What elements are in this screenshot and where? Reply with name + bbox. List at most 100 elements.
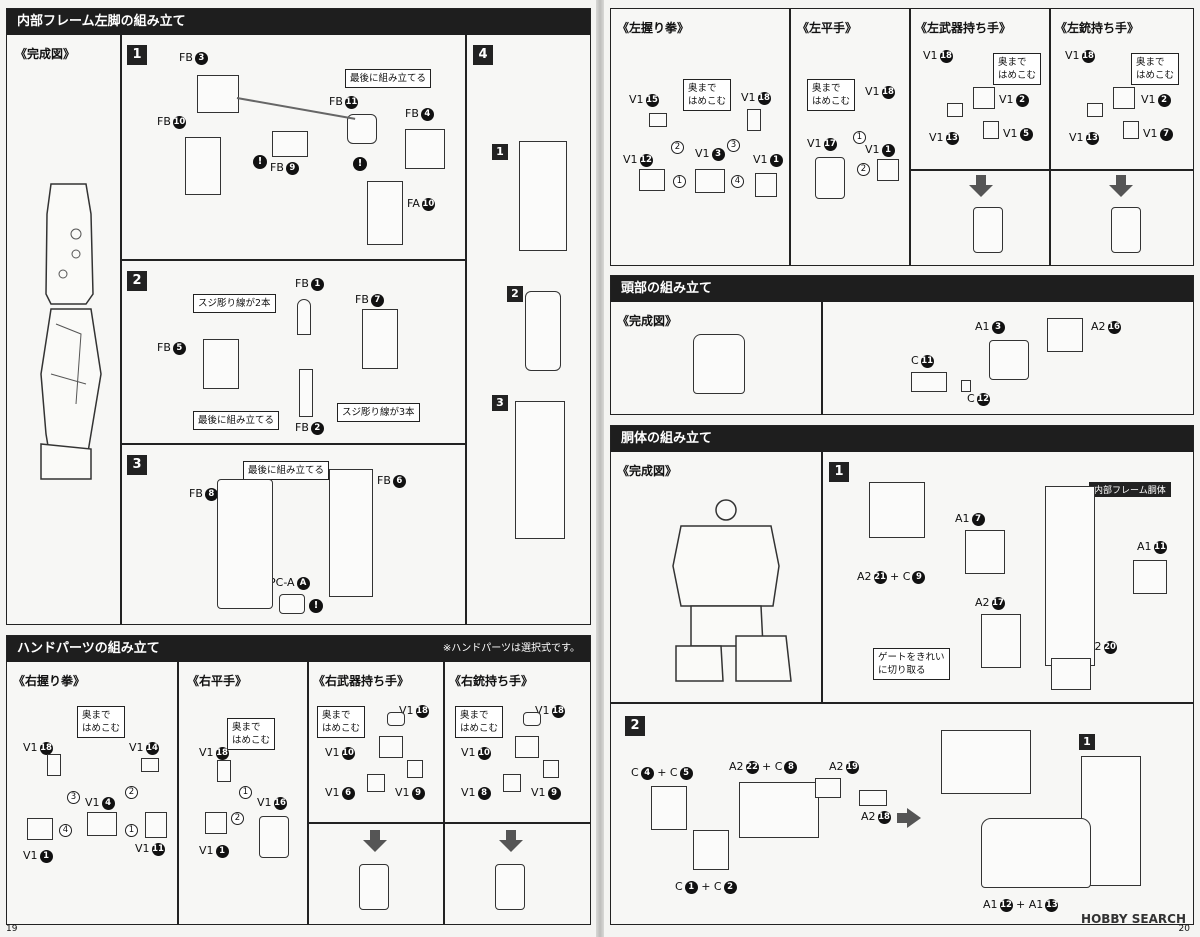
part-v1-11: [145, 812, 167, 838]
part-v1-16: [259, 816, 289, 858]
hand-result-figure: [495, 864, 525, 910]
section-title: 内部フレーム左脚の組み立て: [7, 9, 590, 35]
part-fb1: [297, 299, 311, 335]
sequence-marker: 3: [727, 139, 740, 152]
part-a1-11: [1133, 560, 1167, 594]
callout-note: 奥まで はめこむ: [683, 79, 732, 111]
part-chest: [869, 482, 925, 538]
part-a2-17: [981, 614, 1021, 668]
callout-note: 奥まで はめこむ: [317, 706, 366, 738]
sequence-marker: 2: [125, 786, 138, 799]
internal-frame-torso: [1045, 486, 1095, 666]
completed-head-figure: [693, 334, 745, 394]
sequence-marker: 1: [239, 786, 252, 799]
part-v1-18: [47, 754, 61, 776]
section-title: ハンドパーツの組み立て: [7, 636, 590, 662]
callout-note: 奥まで はめこむ: [77, 706, 126, 738]
callout-note: 最後に組み立てる: [193, 411, 280, 430]
part-fb2: [299, 369, 313, 417]
torso-frame: [1081, 756, 1141, 886]
part-v1-14: [141, 758, 159, 772]
callout-note: 最後に組み立てる: [243, 461, 330, 480]
arrow-down-icon: [969, 185, 993, 197]
arrow-down-icon: [1116, 175, 1126, 185]
completed-label: 《完成図》: [15, 47, 76, 61]
part-a2-20: [1051, 658, 1091, 690]
completed-leg-figure: [40, 183, 102, 480]
watermark: HOBBY SEARCH: [1081, 912, 1186, 926]
arrow-down-icon: [499, 840, 523, 852]
callout-note: ゲートをきれい に切り取る: [873, 648, 950, 680]
substep-number: 3: [492, 395, 508, 411]
part-v1-15: [649, 113, 667, 127]
hand-col-title: 《左武器持ち手》: [915, 21, 1012, 35]
page-number: 20: [1178, 924, 1190, 934]
part-fb4: [405, 129, 445, 169]
part-a1-7: [965, 530, 1005, 574]
sequence-marker: 2: [231, 812, 244, 825]
part-fb3: [197, 75, 239, 113]
part-v1-2: [1113, 87, 1135, 109]
part-v1-6: [367, 774, 385, 792]
callout-note: 最後に組み立てる: [345, 69, 432, 88]
part-v1-8: [503, 774, 521, 792]
step-number: 1: [127, 45, 147, 65]
part-v1-18: [747, 109, 761, 131]
section-title: 胴体の組み立て: [611, 426, 1193, 452]
step-number: 1: [829, 462, 849, 482]
part-fb9: [272, 131, 308, 157]
part-v1-5: [983, 121, 999, 139]
sequence-marker: 1: [125, 824, 138, 837]
part-v1-3: [695, 169, 725, 193]
step-number: 4: [473, 45, 493, 65]
part-v1-9: [543, 760, 559, 778]
sequence-marker: 3: [67, 791, 80, 804]
step-number: 3: [127, 455, 147, 475]
part-v1-1: [877, 159, 899, 181]
hand-col-title: 《左握り拳》: [617, 21, 690, 35]
substep-number: 2: [507, 286, 523, 302]
sequence-marker: 2: [857, 163, 870, 176]
part-a2-22-c8: [739, 782, 819, 838]
arrow-down-icon: [976, 175, 986, 185]
arrow-right-icon: [907, 808, 921, 828]
sequence-marker: 1: [673, 175, 686, 188]
warning-icon: !: [309, 599, 323, 613]
arrow-down-icon: [370, 830, 380, 840]
part-a1-12-13: [981, 818, 1091, 888]
part-v1-12: [639, 169, 665, 191]
binding-gutter: [596, 0, 604, 937]
